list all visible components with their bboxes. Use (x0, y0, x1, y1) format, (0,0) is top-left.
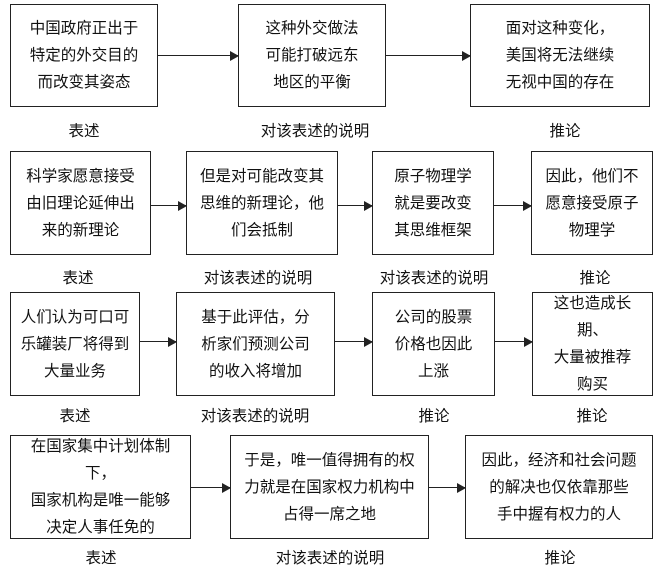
row1-label3: 推论 (549, 122, 581, 140)
row2-label3: 对该表述的说明 (379, 269, 489, 287)
row3-box4: 这也造成长期、大量被推荐购买 (532, 292, 653, 396)
row4-box2-text: 于是，唯一值得拥有的权力就是在国家权力机构中占得一席之地 (244, 450, 415, 523)
row1-label2: 对该表述的说明 (260, 122, 370, 140)
row3-label2: 对该表述的说明 (200, 407, 310, 425)
row2-box2: 但是对可能改变其思维的新理论，他们会抵制 (186, 151, 338, 255)
row1-arrow1 (158, 50, 239, 61)
row4-label2: 对该表述的说明 (275, 549, 385, 567)
row2-label2: 对该表述的说明 (203, 269, 313, 287)
row4-box3-text: 因此，经济和社会问题的解决也仅依靠那些手中握有权力的人 (481, 450, 637, 523)
row2-box3: 原子物理学就是要改变其思维框架 (372, 151, 494, 255)
row2-box1: 科学家愿意接受由旧理论延伸出来的新理论 (10, 151, 151, 255)
row3-label3: 推论 (418, 407, 450, 425)
row1-box2-text: 这种外交做法可能打破远东地区的平衡 (265, 19, 359, 91)
row2-box4-text: 因此，他们不愿意接受原子物理学 (545, 166, 639, 239)
row1-arrow2 (386, 50, 471, 61)
row1-box3: 面对这种变化，美国将无法继续无视中国的存在 (470, 4, 650, 107)
row3-label4: 推论 (576, 407, 608, 425)
row2-arrow3 (494, 200, 532, 211)
row2-box4: 因此，他们不愿意接受原子物理学 (531, 151, 653, 255)
row3-label1: 表述 (59, 407, 91, 425)
row3-box3-text: 公司的股票价格也因此上涨 (394, 307, 473, 380)
row2-label4: 推论 (579, 269, 611, 287)
row3-box2-text: 基于此评估，分析家们预测公司的收入将增加 (201, 307, 310, 380)
row3-arrow1 (140, 336, 177, 347)
row2-arrow2 (338, 200, 373, 211)
row4-box2: 于是，唯一值得拥有的权力就是在国家权力机构中占得一席之地 (230, 435, 429, 539)
row2-box3-text: 原子物理学就是要改变其思维框架 (394, 166, 472, 239)
row1-box1: 中国政府正出于特定的外交目的而改变其姿态 (10, 4, 158, 107)
row3-box3: 公司的股票价格也因此上涨 (372, 292, 495, 396)
row3-box4-text: 这也造成长期、大量被推荐购买 (553, 294, 632, 393)
row2-box1-text: 科学家愿意接受由旧理论延伸出来的新理论 (26, 166, 135, 239)
row2-label1: 表述 (62, 269, 94, 287)
row4-box1-text: 在国家集中计划体制下，国家机构是唯一能够决定人事任免的 (30, 437, 171, 536)
row4-label3: 推论 (544, 549, 576, 567)
row3-arrow2 (335, 336, 373, 347)
row1-box3-text: 面对这种变化，美国将无法继续无视中国的存在 (505, 19, 615, 91)
row1-box1-text: 中国政府正出于特定的外交目的而改变其姿态 (29, 19, 139, 91)
row4-arrow1 (191, 482, 231, 493)
row1-label1: 表述 (68, 122, 100, 140)
row2-arrow1 (151, 200, 187, 211)
row4-label1: 表述 (85, 549, 117, 567)
row4-arrow2 (429, 482, 466, 493)
row3-box1-text: 人们认为可口可乐罐装厂将得到大量业务 (20, 307, 130, 380)
row3-box1: 人们认为可口可乐罐装厂将得到大量业务 (10, 292, 140, 396)
row4-box3: 因此，经济和社会问题的解决也仅依靠那些手中握有权力的人 (465, 435, 653, 539)
row4-box1: 在国家集中计划体制下，国家机构是唯一能够决定人事任免的 (10, 435, 191, 539)
row3-box2: 基于此评估，分析家们预测公司的收入将增加 (176, 292, 335, 396)
row2-box2-text: 但是对可能改变其思维的新理论，他们会抵制 (199, 166, 324, 239)
row1-box2: 这种外交做法可能打破远东地区的平衡 (238, 4, 386, 107)
row3-arrow3 (495, 336, 533, 347)
